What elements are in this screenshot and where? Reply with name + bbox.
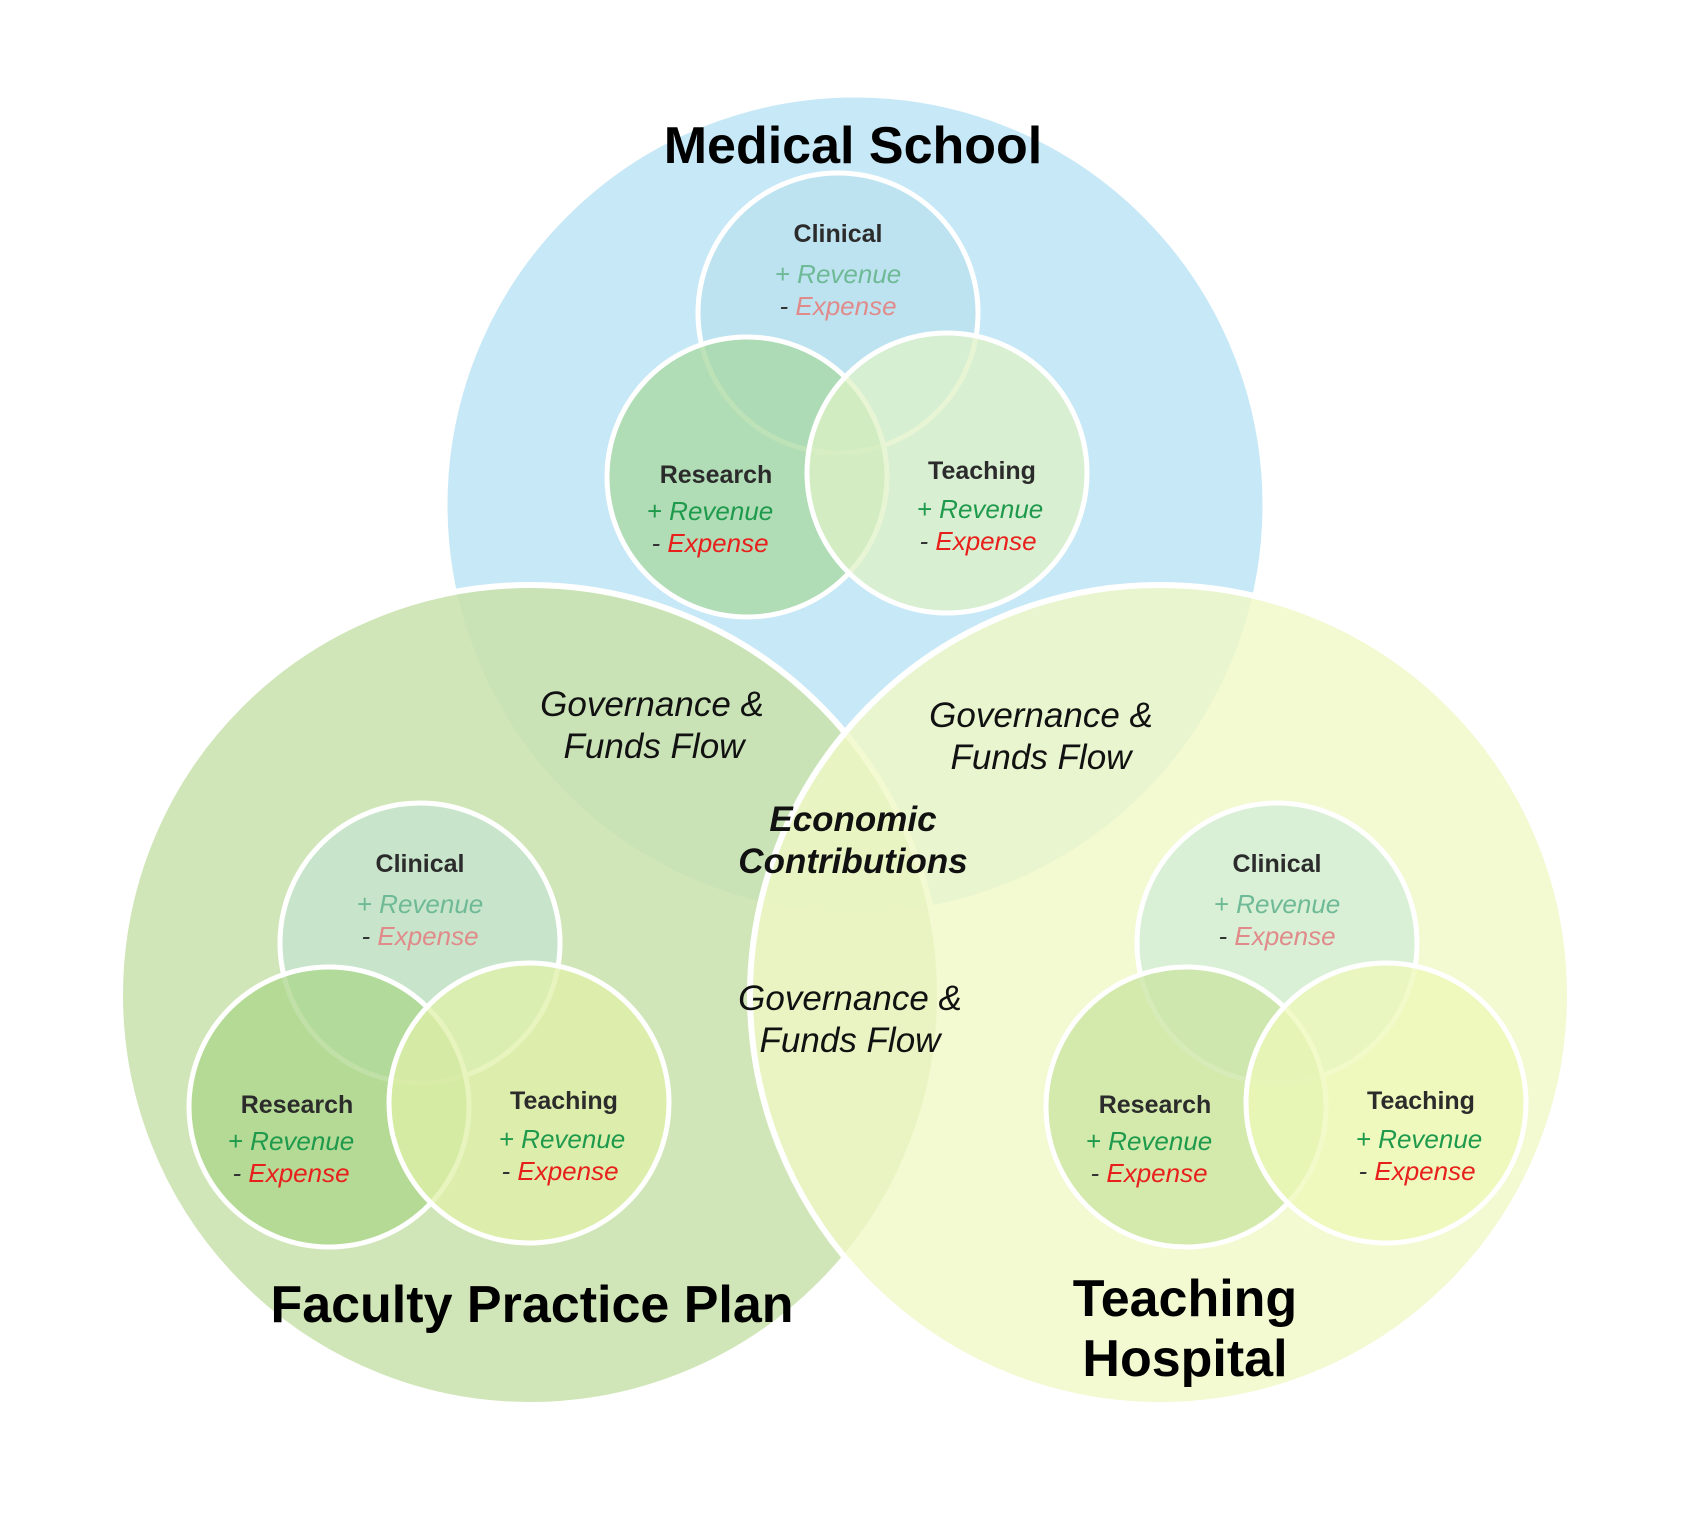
faculty-practice-title: Faculty Practice Plan <box>270 1276 793 1334</box>
expense-line: - Expense <box>779 291 896 321</box>
ms-teaching-circle <box>804 330 1090 616</box>
activity-label: Clinical <box>1233 850 1322 878</box>
revenue-line: + Revenue <box>1086 1126 1213 1156</box>
th-research-labels: Research + Revenue - Expense <box>1086 1091 1213 1188</box>
overlap-line2: Funds Flow <box>951 738 1135 777</box>
teaching-hospital-activities <box>1043 800 1529 1250</box>
activity-label: Research <box>241 1091 354 1119</box>
revenue-line: + Revenue <box>357 889 484 919</box>
overlap-line1: Governance & <box>540 685 764 724</box>
activity-label: Teaching <box>928 457 1036 485</box>
activity-label: Clinical <box>794 220 883 248</box>
expense-line: - Expense <box>501 1156 618 1186</box>
expense-line: - Expense <box>232 1158 349 1188</box>
overlap-line1: Governance & <box>929 696 1153 735</box>
medical-school-title: Medical School <box>664 117 1043 175</box>
teaching-hospital-title-line2: Hospital <box>1082 1330 1287 1388</box>
ms-clinical-labels: Clinical + Revenue - Expense <box>775 220 902 321</box>
revenue-line: + Revenue <box>917 494 1044 524</box>
center-line1: Economic <box>769 800 936 839</box>
activity-label: Teaching <box>510 1087 618 1115</box>
overlap-line2: Funds Flow <box>564 727 748 766</box>
overlap-ms-fpp: Governance & Funds Flow <box>540 685 764 766</box>
medical-school-activities <box>604 170 1090 620</box>
revenue-line: + Revenue <box>499 1124 626 1154</box>
revenue-line: + Revenue <box>228 1126 355 1156</box>
ms-teaching-labels: Teaching + Revenue - Expense <box>917 457 1044 556</box>
fpp-research-labels: Research + Revenue - Expense <box>228 1091 355 1188</box>
activity-label: Research <box>1099 1091 1212 1119</box>
activity-label: Clinical <box>376 850 465 878</box>
expense-line: - Expense <box>919 526 1036 556</box>
overlap-ms-th: Governance & Funds Flow <box>929 696 1153 777</box>
overlap-center: Economic Contributions <box>738 800 967 881</box>
fpp-clinical-labels: Clinical + Revenue - Expense <box>357 850 484 951</box>
th-teaching-labels: Teaching + Revenue - Expense <box>1356 1087 1483 1186</box>
revenue-line: + Revenue <box>1214 889 1341 919</box>
activity-label: Research <box>660 461 773 489</box>
overlap-line1: Governance & <box>738 979 962 1018</box>
expense-line: - Expense <box>1090 1158 1207 1188</box>
teaching-hospital-title-line1: Teaching <box>1073 1270 1297 1328</box>
overlap-fpp-th: Governance & Funds Flow <box>738 979 962 1060</box>
expense-line: - Expense <box>1358 1156 1475 1186</box>
fpp-teaching-circle <box>386 960 672 1246</box>
expense-line: - Expense <box>1218 921 1335 951</box>
ms-research-labels: Research + Revenue - Expense <box>647 461 774 558</box>
expense-line: - Expense <box>651 528 768 558</box>
revenue-line: + Revenue <box>775 259 902 289</box>
fpp-teaching-labels: Teaching + Revenue - Expense <box>499 1087 626 1186</box>
revenue-line: + Revenue <box>1356 1124 1483 1154</box>
expense-line: - Expense <box>361 921 478 951</box>
activity-label: Teaching <box>1367 1087 1475 1115</box>
th-clinical-labels: Clinical + Revenue - Expense <box>1214 850 1341 951</box>
faculty-practice-activities <box>186 800 672 1250</box>
center-line2: Contributions <box>738 842 967 881</box>
th-teaching-circle <box>1243 960 1529 1246</box>
revenue-line: + Revenue <box>647 496 774 526</box>
overlap-line2: Funds Flow <box>760 1021 944 1060</box>
